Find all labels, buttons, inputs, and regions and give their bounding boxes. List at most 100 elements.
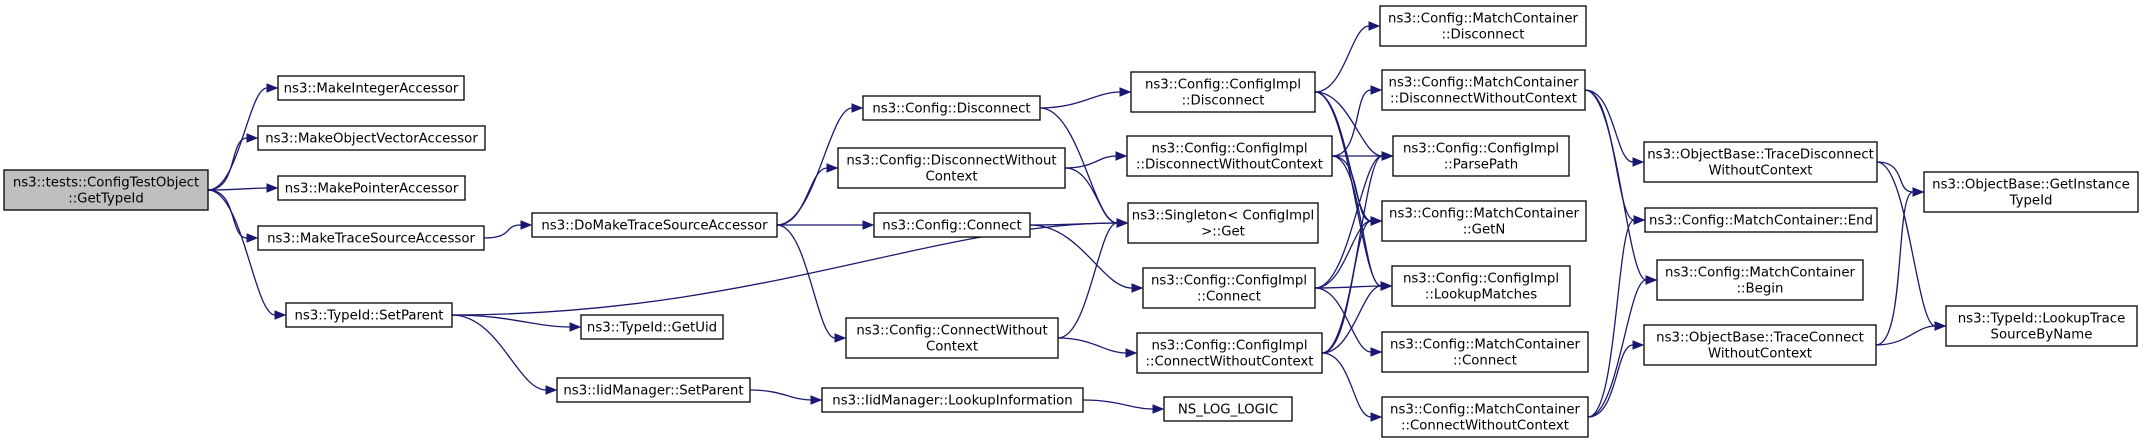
node-lookupinfo[interactable]: ns3::IidManager::LookupInformation bbox=[821, 387, 1084, 413]
node-makeptr[interactable]: ns3::MakePointerAccessor bbox=[277, 175, 466, 201]
node-label-line: ns3::MakePointerAccessor bbox=[285, 182, 459, 197]
edge-line bbox=[1587, 279, 1647, 418]
node-mcend[interactable]: ns3::Config::MatchContainer::End bbox=[1644, 207, 1878, 233]
arrowhead-icon bbox=[1380, 281, 1393, 291]
node-cfgdisconnectwc[interactable]: ns3::Config::DisconnectWithoutContext bbox=[837, 147, 1066, 189]
call-edge-domake-to-cfgdisconnectwc bbox=[776, 163, 839, 226]
node-box bbox=[1381, 69, 1586, 111]
call-edge-implconnectwc-to-lookupmatches bbox=[1321, 281, 1393, 354]
edge-line bbox=[776, 107, 853, 226]
node-getuid[interactable]: ns3::TypeId::GetUid bbox=[580, 314, 724, 340]
edge-line bbox=[1314, 155, 1383, 289]
arrowhead-icon bbox=[266, 183, 279, 193]
node-box bbox=[580, 314, 724, 340]
arrowhead-icon bbox=[851, 103, 864, 113]
node-iidsetparent[interactable]: ns3::IidManager::SetParent bbox=[556, 377, 751, 403]
node-singletonget[interactable]: ns3::Singleton< ConfigImpl >::Get bbox=[1127, 202, 1319, 244]
node-impldisconnectwc[interactable]: ns3::Config::ConfigImpl::DisconnectWitho… bbox=[1126, 135, 1333, 177]
node-nsloglogic[interactable]: NS_LOG_LOGIC bbox=[1163, 396, 1293, 422]
edge-line bbox=[1584, 89, 1647, 281]
node-label-line: ns3::ObjectBase::TraceConnect bbox=[1656, 331, 1864, 346]
node-label-line: ns3::Config::ConfigImpl bbox=[1403, 142, 1559, 157]
node-label-line: ::Connect bbox=[1197, 290, 1261, 305]
node-tidsetparent[interactable]: ns3::TypeId::SetParent bbox=[285, 302, 453, 328]
arrowhead-icon bbox=[1370, 85, 1383, 95]
node-box bbox=[1391, 265, 1571, 307]
node-box bbox=[873, 212, 1031, 238]
edge-line bbox=[207, 137, 248, 191]
edge-line bbox=[1876, 161, 1914, 193]
call-edge-root-to-makeobjvec bbox=[207, 133, 259, 191]
call-edge-tidsetparent-to-iidsetparent bbox=[451, 314, 558, 395]
edge-line bbox=[1064, 167, 1118, 224]
node-root: ns3::tests::ConfigTestObject::GetTypeId bbox=[3, 169, 209, 211]
node-cfgconnect[interactable]: ns3::Config::Connect bbox=[873, 212, 1031, 238]
node-cfgdisconnect[interactable]: ns3::Config::Disconnect bbox=[862, 95, 1041, 121]
edge-line bbox=[1331, 155, 1372, 222]
node-implconnectwc[interactable]: ns3::Config::ConfigImpl::ConnectWithoutC… bbox=[1136, 332, 1323, 374]
node-lookupmatches[interactable]: ns3::Config::ConfigImpl::LookupMatches bbox=[1391, 265, 1571, 307]
node-label-line: ns3::Config::ConnectWithout bbox=[856, 324, 1047, 339]
node-impldisconnect[interactable]: ns3::Config::ConfigImpl::Disconnect bbox=[1130, 71, 1316, 113]
edge-line bbox=[1057, 222, 1118, 339]
node-label-line: ns3::Config::ConfigImpl bbox=[1403, 272, 1559, 287]
node-label-line: ns3::Config::ConfigImpl bbox=[1151, 274, 1307, 289]
arrowhead-icon bbox=[1645, 275, 1658, 285]
call-edge-implconnectwc-to-mcconnectwc bbox=[1321, 352, 1383, 422]
call-edge-mcconnectwc-to-mcbegin bbox=[1587, 275, 1658, 418]
node-label-line: ::ConnectWithoutContext bbox=[1401, 419, 1569, 434]
edge-line bbox=[1331, 89, 1372, 157]
node-box bbox=[1381, 200, 1587, 242]
node-parsepath[interactable]: ns3::Config::ConfigImpl::ParsePath bbox=[1392, 135, 1570, 177]
node-mcdisconnect[interactable]: ns3::Config::MatchContainer::Disconnect bbox=[1379, 5, 1587, 47]
node-label-line: ns3::IidManager::SetParent bbox=[563, 384, 743, 399]
node-mcgetn[interactable]: ns3::Config::MatchContainer::GetN bbox=[1381, 200, 1587, 242]
call-edge-cfgdisconnectwc-to-singletonget bbox=[1064, 167, 1129, 228]
edge-line bbox=[483, 224, 522, 239]
node-label-line: TypeId bbox=[2009, 194, 2053, 209]
node-makeobjvec[interactable]: ns3::MakeObjectVectorAccessor bbox=[257, 125, 486, 151]
node-box bbox=[1130, 71, 1316, 113]
edge-line bbox=[1314, 220, 1372, 289]
node-label-line: ns3::tests::ConfigTestObject bbox=[13, 176, 199, 191]
node-label-line: SourceByName bbox=[1991, 328, 2093, 343]
node-box bbox=[257, 125, 486, 151]
node-mcdisconnectwc[interactable]: ns3::Config::MatchContainer::DisconnectW… bbox=[1381, 69, 1586, 111]
node-box bbox=[1136, 332, 1323, 374]
node-maketrace[interactable]: ns3::MakeTraceSourceAccessor bbox=[257, 225, 485, 251]
arrowhead-icon bbox=[810, 395, 823, 405]
node-box bbox=[837, 147, 1066, 189]
node-makeint[interactable]: ns3::MakeIntegerAccessor bbox=[277, 75, 465, 101]
node-mcconnectwc[interactable]: ns3::Config::MatchContainer::ConnectWith… bbox=[1381, 396, 1589, 438]
arrowhead-icon bbox=[1125, 348, 1138, 358]
node-box bbox=[1945, 305, 2138, 347]
node-label-line: ::DisconnectWithoutContext bbox=[1136, 158, 1323, 173]
arrowhead-icon bbox=[1116, 218, 1129, 228]
node-implconnect[interactable]: ns3::Config::ConfigImpl::Connect bbox=[1142, 267, 1316, 309]
edge-line bbox=[207, 189, 276, 316]
node-box bbox=[1656, 259, 1864, 301]
call-edge-implconnectwc-to-mcgetn bbox=[1321, 216, 1383, 354]
node-obtraceconnectwc[interactable]: ns3::ObjectBase::TraceConnectWithoutCont… bbox=[1643, 324, 1877, 366]
node-label-line: ns3::Config::MatchContainer bbox=[1665, 266, 1855, 281]
edge-line bbox=[1029, 222, 1118, 226]
edge-line bbox=[451, 314, 547, 391]
node-mcconnect[interactable]: ns3::Config::MatchContainer::Connect bbox=[1381, 331, 1589, 373]
node-box bbox=[1379, 5, 1587, 47]
node-obtracedisconnectwc[interactable]: ns3::ObjectBase::TraceDisconnectWithoutC… bbox=[1643, 141, 1878, 183]
node-label-line: >::Get bbox=[1201, 225, 1245, 240]
edge-line bbox=[1057, 337, 1127, 354]
arrowhead-icon bbox=[1633, 215, 1646, 225]
node-label-line: Context bbox=[925, 170, 977, 185]
node-label-line: ::ParsePath bbox=[1444, 158, 1518, 173]
node-cfgconnectwc[interactable]: ns3::Config::ConnectWithoutContext bbox=[845, 317, 1059, 359]
node-label-line: ns3::Config::MatchContainer bbox=[1388, 12, 1578, 27]
node-mcbegin[interactable]: ns3::Config::MatchContainer::Begin bbox=[1656, 259, 1864, 301]
node-domake[interactable]: ns3::DoMakeTraceSourceAccessor bbox=[531, 212, 778, 238]
node-label-line: ns3::TypeId::GetUid bbox=[587, 321, 717, 336]
node-label-line: ns3::IidManager::LookupInformation bbox=[832, 394, 1072, 409]
edge-line bbox=[1321, 285, 1382, 354]
